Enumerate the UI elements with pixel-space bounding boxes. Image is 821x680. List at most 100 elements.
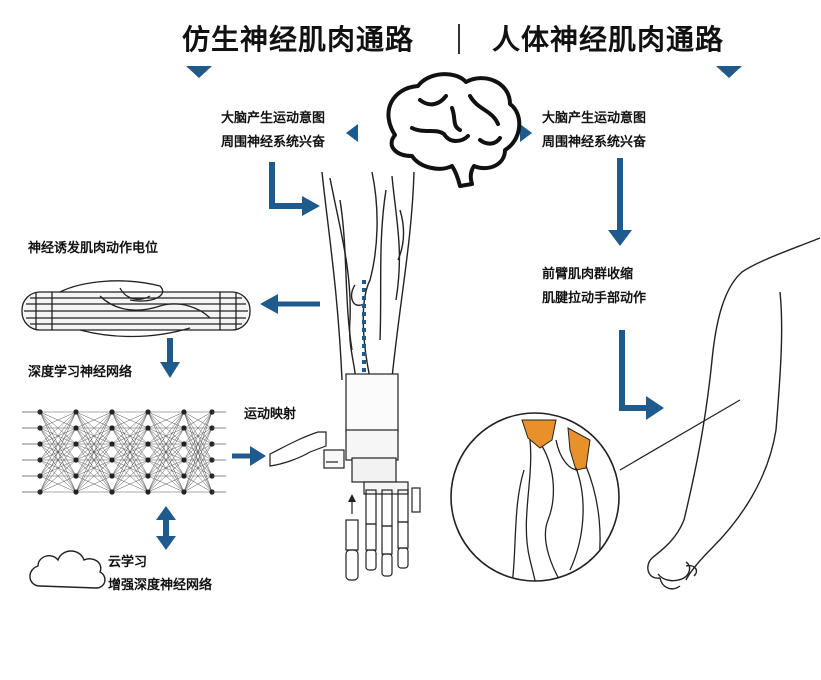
network-edge [111,443,149,493]
network-node [181,457,187,463]
network-edge [183,411,213,477]
network-node [109,489,115,495]
network-edge [39,411,77,477]
network-edge [75,411,113,461]
left-nerve-excite-label: 周围神经系统兴奋 [221,135,326,150]
network-edge [147,475,185,493]
network-edge [39,411,77,461]
network-edge [39,459,77,493]
forearm-contract-label: 前臂肌肉群收缩 [542,267,634,282]
right-brain-intent-label: 大脑产生运动意图 [542,111,647,126]
network-edge [111,411,149,445]
arrow-to-forearm [269,162,304,209]
network-edge [75,411,113,445]
network-edge [75,475,113,493]
network-edge [183,411,213,429]
network-edge [111,475,149,493]
network-edge [183,411,213,445]
network-node [145,473,151,479]
network-edge [75,411,113,429]
network-edge [39,427,77,493]
cloud-learning-label: 云学习 [108,555,148,570]
right-brain-pointer [520,124,532,142]
right-title-marker [716,66,742,78]
network-edge [183,411,213,461]
deep-learning-label: 深度学习神经网络 [28,365,133,380]
network-edge [111,411,149,429]
muscle-zoom-circle [450,412,620,582]
network-edge [39,411,77,493]
enhanced-network-label: 增强深度神经网络 [108,578,213,593]
network-node [73,409,79,415]
network-node [73,473,79,479]
arrow-to-muscle-head [260,294,278,314]
network-node [181,441,187,447]
network-node [109,441,115,447]
muscle-potential-label: 神经诱发肌肉动作电位 [28,241,159,256]
prosthetic-hand-icon [269,373,421,581]
network-edge [183,443,213,493]
network-edge [39,443,77,493]
network-edge [75,459,113,493]
cloud-icon [29,550,106,589]
network-edge [183,475,213,493]
left-brain-intent-label: 大脑产生运动意图 [221,111,326,126]
arrow-to-mapping-head [250,446,266,466]
network-edge [183,411,213,493]
network-edge [75,411,113,477]
network-edge [183,427,213,493]
network-edge [147,411,185,477]
title-separator [458,24,460,54]
network-edge [147,443,185,493]
network-node [73,489,79,495]
network-node [73,441,79,447]
left-brain-pointer [346,124,358,142]
network-edge [147,459,185,493]
up-motion-head [348,494,356,502]
network-node [145,425,151,431]
network-edge [147,411,185,493]
network-edge [147,411,185,461]
network-edge [39,411,77,445]
right-title: 人体神经肌肉通路 [492,23,725,56]
cloud-sync-arrow-up [156,506,176,520]
network-edge [75,427,113,493]
network-node [73,457,79,463]
network-node [145,441,151,447]
left-title-marker [186,66,212,78]
network-node [181,473,187,479]
arrow-to-contraction-head [608,230,632,246]
network-edge [39,411,77,429]
network-edge [111,411,149,477]
motion-mapping-label: 运动映射 [244,407,297,422]
network-node [109,473,115,479]
network-node [109,425,115,431]
network-node [145,457,151,463]
network-node [109,409,115,415]
network-node [145,409,151,415]
network-edge [147,411,185,429]
network-edge [147,411,185,445]
right-nerve-excite-label: 周围神经系统兴奋 [542,135,647,150]
arrow-to-arm-head [646,396,664,420]
arrow-to-forearm-head [302,196,320,216]
network-node [73,425,79,431]
arrow-to-network-head [160,362,180,378]
network-edge [111,427,149,493]
left-title: 仿生神经肌肉通路 [182,23,415,56]
network-edge [39,475,77,493]
arrow-to-arm [619,330,648,411]
zoom-line [619,399,741,471]
forearm-icon [321,171,415,381]
tendon-orange-1 [521,419,557,449]
network-edge [111,459,149,493]
human-arm-icon [647,237,821,590]
network-edge [111,411,149,461]
network-node [109,457,115,463]
neural-network-icon [22,409,226,495]
tendon-pull-label: 肌腱拉动手部动作 [542,291,647,306]
network-node [181,425,187,431]
network-edge [75,443,113,493]
